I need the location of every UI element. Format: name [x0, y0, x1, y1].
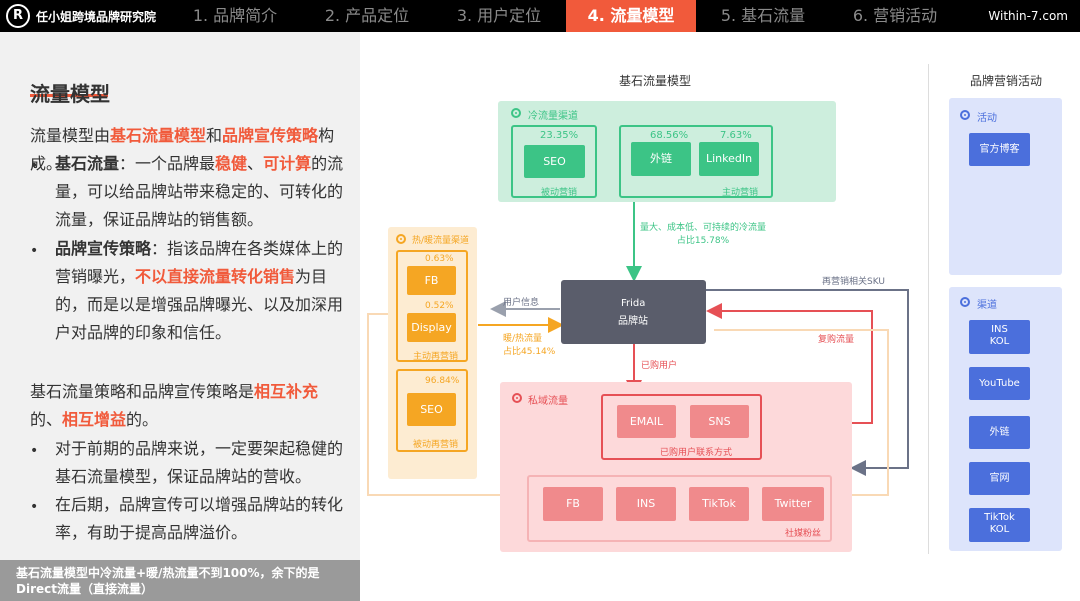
brand-site-label: 品牌站: [618, 316, 648, 327]
cold-link-pct: 68.56%: [650, 130, 689, 141]
ins-kol-tile[interactable]: INS KOL: [969, 320, 1030, 354]
radio-icon: [396, 234, 406, 244]
cold-passive-box: [511, 125, 597, 198]
remarketing-sku-label: 再营销相关SKU: [822, 277, 885, 287]
tab-user-position[interactable]: 3. 用户定位: [456, 6, 542, 25]
warm-display-pct: 0.52%: [425, 301, 454, 311]
radio-icon: [511, 108, 521, 118]
tab-base-traffic[interactable]: 5. 基石流量: [720, 6, 806, 25]
bullet-brand-strategy: 品牌宣传策略：指该品牌在各类媒体上的营销曝光，不以直接流量转化销售为目的，而是以…: [55, 239, 344, 342]
purchased-user-label: 已购用户: [641, 361, 678, 371]
cold-traffic-label: 冷流量渠道: [528, 111, 578, 122]
intro-text: 流量模型由基石流量模型和品牌宣传策略构成。: [30, 126, 335, 173]
tab-product-position[interactable]: 2. 产品定位: [324, 6, 410, 25]
social-box: [527, 475, 832, 542]
bullet-late-stage: 在后期，品牌宣传可以增强品牌站的转化率，有助于提高品牌溢价。: [55, 495, 344, 542]
radio-icon: [960, 297, 970, 307]
warm-seo-tile[interactable]: SEO: [407, 393, 456, 426]
divider: [928, 64, 929, 554]
cold-seo-pct: 23.35%: [540, 130, 579, 141]
social-twitter-tile[interactable]: Twitter: [762, 487, 824, 521]
activity-box: [949, 98, 1062, 275]
cold-arrow-label: 量大、成本低、可持续的冷流量 占比15.78%: [640, 220, 766, 246]
bullet-dot: •: [30, 443, 39, 459]
diagram-title: 基石流量模型: [619, 74, 692, 88]
cold-arrow-text: 量大、成本低、可持续的冷流量 占比15.78%: [640, 223, 767, 246]
contact-box: [601, 394, 762, 460]
official-blog-tile[interactable]: 官方博客: [969, 133, 1030, 166]
warm-seo-pct: 96.84%: [425, 376, 460, 386]
cold-active-box: [619, 125, 773, 198]
backlink-tile[interactable]: 外链: [969, 416, 1030, 449]
radio-icon: [960, 110, 970, 120]
warm-passive-box: [396, 369, 468, 452]
private-traffic-box: [500, 382, 852, 552]
warm-traffic-label: 热/暖流量渠道: [412, 236, 470, 246]
site-url[interactable]: Within-7.com: [988, 9, 1068, 23]
social-fb-tile[interactable]: FB: [543, 487, 603, 521]
summary-text: 基石流量策略和品牌宣传策略是相互补充的、相互增益的。: [30, 382, 319, 429]
channel-label: 渠道: [977, 300, 997, 311]
warm-arrow-label: 暖/热流量 占比45.14%: [503, 331, 555, 357]
brand-site-name: Frida: [621, 298, 646, 309]
email-tile[interactable]: EMAIL: [617, 405, 676, 438]
social-ins-tile[interactable]: INS: [616, 487, 676, 521]
left-text-panel: 流量模型 流量模型由基石流量模型和品牌宣传策略构成。 • 基石流量：一个品牌最稳…: [0, 32, 360, 601]
cold-passive-caption: 被动营销: [541, 188, 578, 198]
cold-active-caption: 主动营销: [722, 188, 759, 198]
bullet-early-stage: 对于前期的品牌来说，一定要架起稳健的基石流量模型，保证品牌站的营收。: [55, 439, 344, 486]
page-title: 流量模型: [30, 82, 110, 106]
warm-active-caption: 主动再营销: [413, 352, 459, 362]
title-underline: [30, 94, 108, 97]
bullet-dot: •: [30, 243, 39, 259]
tab-marketing-activity[interactable]: 6. 营销活动: [852, 6, 938, 25]
footnote: 基石流量模型中冷流量+暖/热流量不到100%，余下的是Direct流量（直接流量…: [0, 560, 360, 601]
cold-linkedin-pct: 7.63%: [720, 130, 752, 141]
warm-arrow-text: 暖/热流量 占比45.14%: [503, 334, 556, 357]
sns-tile[interactable]: SNS: [690, 405, 749, 438]
brand-name: 任小姐跨境品牌研究院: [36, 10, 157, 24]
official-site-tile[interactable]: 官网: [969, 462, 1030, 495]
bullet-dot: •: [30, 158, 39, 174]
bullet-dot: •: [30, 499, 39, 515]
cold-linkedin-tile[interactable]: LinkedIn: [699, 142, 759, 176]
private-traffic-label: 私域流量: [528, 396, 568, 407]
social-tiktok-tile[interactable]: TikTok: [689, 487, 749, 521]
brand-site-node[interactable]: [561, 280, 706, 344]
warm-fb-tile[interactable]: FB: [407, 266, 456, 295]
top-navigation-bar: R 任小姐跨境品牌研究院 1. 品牌简介 2. 产品定位 3. 用户定位 4. …: [0, 0, 1080, 32]
warm-active-box: [396, 250, 468, 362]
radio-icon: [512, 393, 522, 403]
warm-fb-pct: 0.63%: [425, 254, 454, 264]
tab-brand-intro[interactable]: 1. 品牌简介: [192, 6, 278, 25]
youtube-tile[interactable]: YouTube: [969, 367, 1030, 400]
cold-link-tile[interactable]: 外链: [631, 142, 691, 176]
tiktok-kol-tile[interactable]: TikTok KOL: [969, 508, 1030, 542]
tab-traffic-model[interactable]: 4. 流量模型: [566, 0, 696, 32]
brand-logo-icon: R: [6, 4, 30, 28]
repurchase-label: 复购流量: [818, 335, 855, 345]
bullet-base-traffic: 基石流量：一个品牌最稳健、可计算的流量，可以给品牌站带来稳定的、可转化的流量，保…: [55, 154, 344, 229]
user-info-label: 用户信息: [503, 298, 540, 308]
warm-display-tile[interactable]: Display: [407, 313, 456, 342]
contact-caption: 已购用户联系方式: [660, 448, 733, 458]
marketing-title: 品牌营销活动: [970, 74, 1043, 88]
cold-seo-tile[interactable]: SEO: [524, 145, 585, 178]
warm-passive-caption: 被动再营销: [413, 440, 459, 450]
activity-label: 活动: [977, 113, 997, 124]
social-caption: 社媒粉丝: [785, 529, 822, 539]
